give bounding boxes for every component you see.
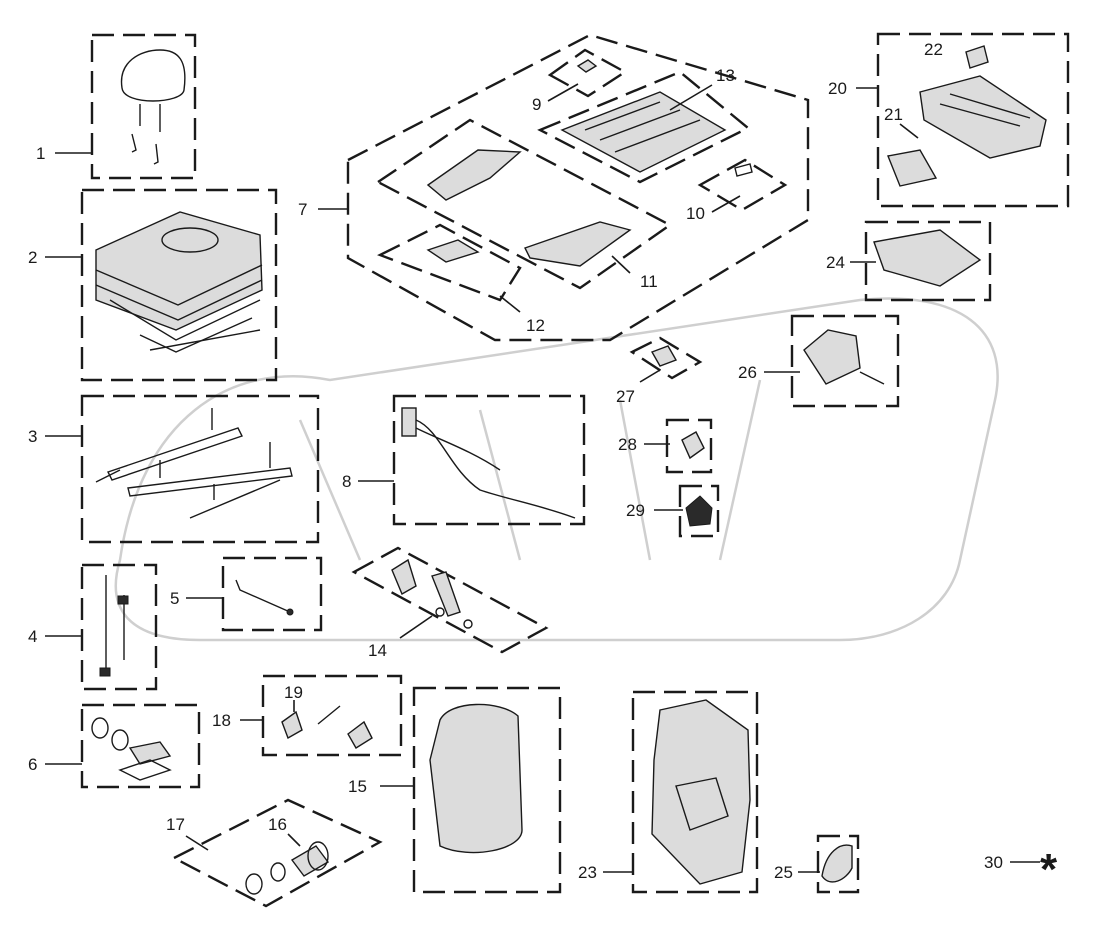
callout-23: 23 (578, 863, 597, 882)
callout-1: 1 (36, 144, 45, 163)
callout-24: 24 (826, 253, 845, 272)
part-29-cover (654, 484, 720, 538)
part-4-cable (45, 563, 158, 691)
part-15-back-cushion (380, 686, 562, 894)
part-18-lever-group (240, 674, 403, 757)
callout-28: 28 (618, 435, 637, 454)
callout-16: 16 (268, 815, 287, 834)
part-7-frame-group (318, 33, 810, 342)
part-3-slide-rails (45, 394, 320, 544)
callout-21: 21 (884, 105, 903, 124)
callout-15: 15 (348, 777, 367, 796)
part-11-arm-base (375, 118, 673, 290)
callout-14: 14 (368, 641, 387, 660)
part-24-mechanism (850, 220, 992, 302)
part-10-bracket (697, 158, 788, 213)
callout-20: 20 (828, 79, 847, 98)
callout-27: 27 (616, 387, 635, 406)
part-14-bracket-group (351, 546, 549, 654)
callout-8: 8 (342, 472, 351, 491)
callout-29: 29 (626, 501, 645, 520)
callout-5: 5 (170, 589, 179, 608)
callout-22: 22 (924, 40, 943, 59)
asterisk-marker: * (1040, 845, 1058, 894)
part-27-bracket (629, 336, 703, 383)
callout-6: 6 (28, 755, 37, 774)
part-9-clip (547, 48, 628, 102)
callout-18: 18 (212, 711, 231, 730)
callout-labels: 1 2 3 4 5 6 7 8 9 10 11 12 13 14 15 16 1… (28, 40, 1058, 894)
callout-26: 26 (738, 363, 757, 382)
callout-2: 2 (28, 248, 37, 267)
part-13-pan (537, 70, 751, 184)
part-12-latch (377, 223, 522, 313)
part-2-seat-base (45, 188, 278, 382)
callout-10: 10 (686, 204, 705, 223)
part-25-side-cover (798, 834, 860, 894)
part-23-back-frame (603, 690, 759, 894)
part-20-seat-frame (856, 32, 1070, 208)
part-26-recliner (764, 314, 900, 408)
callout-19: 19 (284, 683, 303, 702)
callout-25: 25 (774, 863, 793, 882)
part-5-lever (186, 556, 323, 632)
callout-12: 12 (526, 316, 545, 335)
callout-7: 7 (298, 200, 307, 219)
part-17-motor-group (171, 798, 383, 908)
callout-17: 17 (166, 815, 185, 834)
part-8-harness (358, 394, 586, 526)
part-6-pump (45, 703, 201, 789)
callout-3: 3 (28, 427, 37, 446)
callout-9: 9 (532, 95, 541, 114)
callout-13: 13 (716, 66, 735, 85)
callout-30: 30 (984, 853, 1003, 872)
callout-4: 4 (28, 627, 37, 646)
part-1-headrest (55, 33, 197, 180)
watermark (114, 297, 999, 642)
callout-11: 11 (640, 272, 658, 291)
part-28-knob (644, 418, 713, 474)
